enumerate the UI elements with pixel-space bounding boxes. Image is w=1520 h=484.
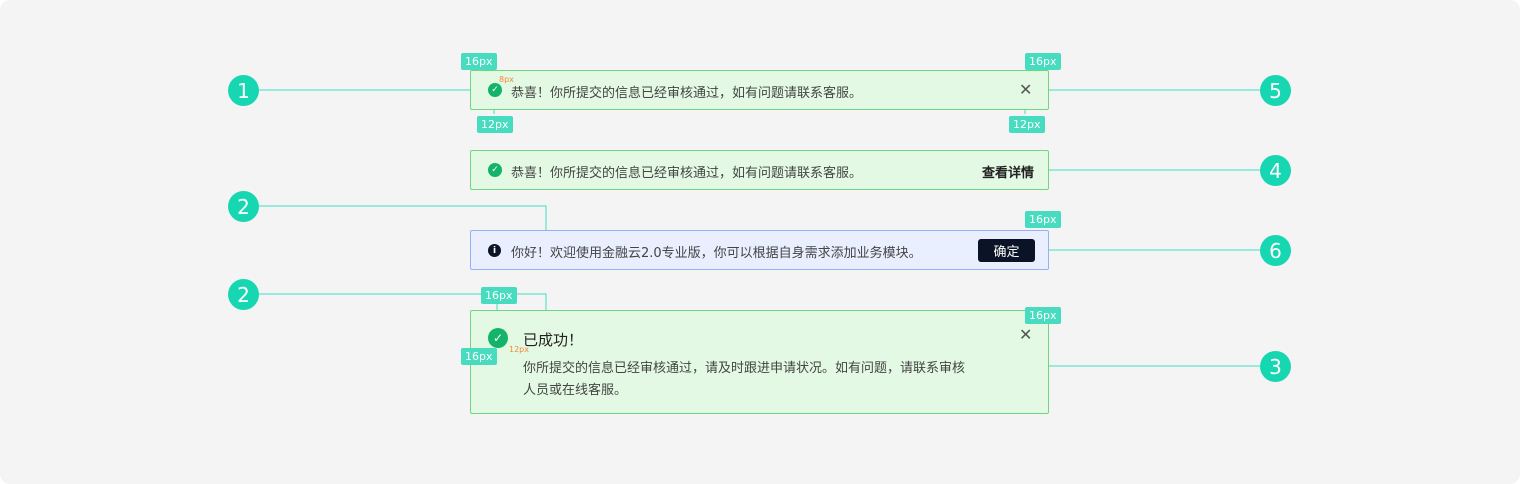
alert-success-link: ✓ 恭喜！你所提交的信息已经审核通过，如有问题请联系客服。 查看详情 xyxy=(470,150,1049,190)
callout-2b: 2 xyxy=(228,279,259,310)
measure-tag: 16px xyxy=(461,53,497,70)
confirm-button[interactable]: 确定 xyxy=(978,239,1035,262)
check-circle-icon: ✓ xyxy=(488,328,508,348)
alert-description-line2: 人员或在线客服。 xyxy=(523,383,628,398)
measure-tag: 16px xyxy=(461,348,497,365)
measure-tag-orange: 8px xyxy=(499,75,514,84)
alert-message: 你好！欢迎使用金融云2.0专业版，你可以根据自身需求添加业务模块。 xyxy=(511,246,922,261)
check-circle-icon: ✓ xyxy=(488,83,502,97)
measure-tag: 12px xyxy=(477,116,513,133)
alert-success-description: ✓ 已成功！ 你所提交的信息已经审核通过，请及时跟进申请状况。如有问题，请联系审… xyxy=(470,310,1049,414)
measure-tag: 16px xyxy=(481,287,517,304)
callout-2: 2 xyxy=(228,191,259,222)
alert-description-line1: 你所提交的信息已经审核通过，请及时跟进申请状况。如有问题，请联系审核 xyxy=(523,361,966,376)
alert-message: 恭喜！你所提交的信息已经审核通过，如有问题请联系客服。 xyxy=(511,166,863,181)
callout-3: 3 xyxy=(1260,351,1291,382)
callout-1: 1 xyxy=(228,75,259,106)
callout-5: 5 xyxy=(1260,75,1291,106)
view-details-link[interactable]: 查看详情 xyxy=(981,166,1034,181)
callout-4: 4 xyxy=(1260,155,1291,186)
alert-success-closable: ✓ 恭喜！你所提交的信息已经审核通过，如有问题请联系客服。 ✕ xyxy=(470,70,1049,110)
info-icon: i xyxy=(488,244,501,257)
measure-tag: 16px xyxy=(1025,211,1061,228)
close-icon[interactable]: ✕ xyxy=(1019,80,1033,99)
alert-message: 恭喜！你所提交的信息已经审核通过，如有问题请联系客服。 xyxy=(511,86,863,101)
measure-tag-orange: 12px xyxy=(509,345,529,354)
alert-title: 已成功！ xyxy=(523,331,584,349)
check-circle-icon: ✓ xyxy=(488,163,502,177)
measure-tag: 12px xyxy=(1009,116,1045,133)
alert-info-action: i 你好！欢迎使用金融云2.0专业版，你可以根据自身需求添加业务模块。 确定 xyxy=(470,230,1049,270)
callout-6: 6 xyxy=(1260,235,1291,266)
close-icon[interactable]: ✕ xyxy=(1019,325,1033,344)
measure-tag: 16px xyxy=(1025,307,1061,324)
measure-tag: 16px xyxy=(1025,53,1061,70)
